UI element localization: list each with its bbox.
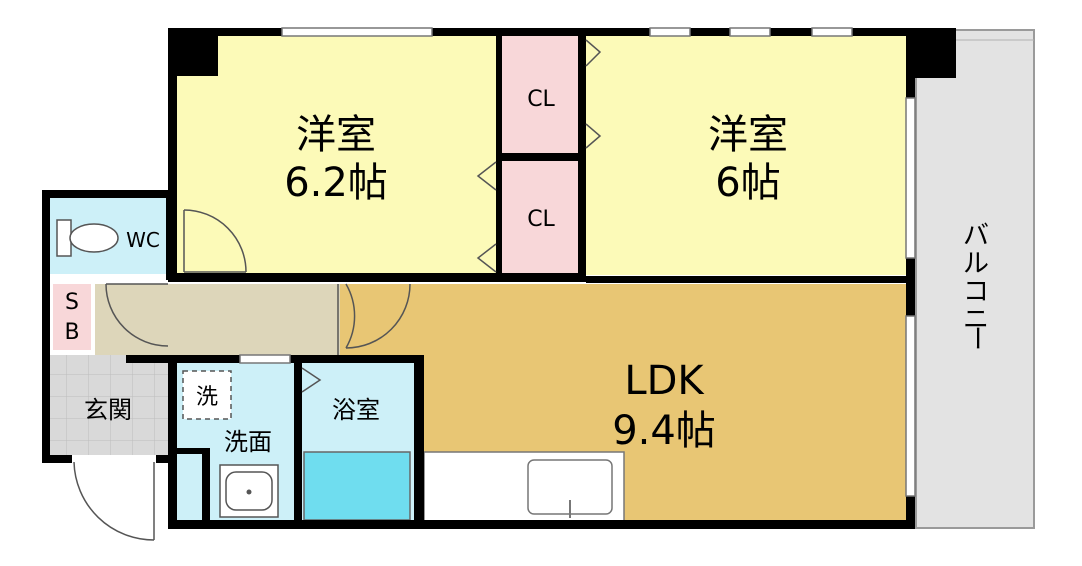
entrance-label: 玄関	[84, 396, 132, 424]
western-room-1-size: 6.2帖	[284, 160, 388, 206]
balcony-char-3: コ	[963, 277, 989, 307]
bathtub	[303, 451, 411, 521]
closet-1-floor	[502, 35, 580, 155]
balcony-char-2: ル	[963, 249, 989, 279]
bathroom-label: 浴室	[332, 396, 380, 424]
western-room-2-floor	[586, 35, 910, 275]
western-room-1-name: 洋室	[296, 112, 376, 158]
toilet-fixture	[56, 219, 119, 257]
balcony	[915, 29, 1035, 529]
balcony-char-4: ニ	[963, 305, 989, 335]
entrance-floor	[50, 355, 168, 455]
kitchen-counter	[423, 451, 625, 523]
wash-basin	[219, 464, 279, 518]
closet-1-label: CL	[527, 87, 555, 112]
closet-2-floor	[502, 160, 580, 275]
windows	[239, 27, 916, 497]
western-room-2-size: 6帖	[715, 160, 780, 206]
western-room-2-name: 洋室	[708, 112, 788, 158]
balcony-char-5: ー	[961, 325, 991, 351]
door-swings	[73, 209, 411, 541]
ldk-name: LDK	[624, 358, 705, 404]
hallway-floor	[95, 284, 340, 358]
labels: 洋室 6.2帖 洋室 6帖 CL CL WC S B 玄関 洗 洗面 浴室 LD…	[64, 87, 991, 456]
closet-2-label: CL	[527, 207, 555, 232]
balcony-label: バ ル コ ニ ー	[961, 221, 991, 351]
shoe-box-label-b: B	[64, 320, 79, 345]
washing-machine-label: 洗	[196, 385, 218, 410]
shoe-box-floor	[53, 284, 91, 350]
ldk-size: 9.4帖	[612, 408, 716, 454]
closet-doors	[301, 39, 602, 393]
washing-machine-spot	[182, 370, 232, 420]
washroom-label: 洗面	[224, 428, 272, 456]
toilet-label: WC	[126, 228, 160, 252]
western-room-1-floor	[176, 35, 498, 275]
balcony-char-1: バ	[963, 221, 989, 251]
shoe-box-label-s: S	[65, 290, 79, 315]
